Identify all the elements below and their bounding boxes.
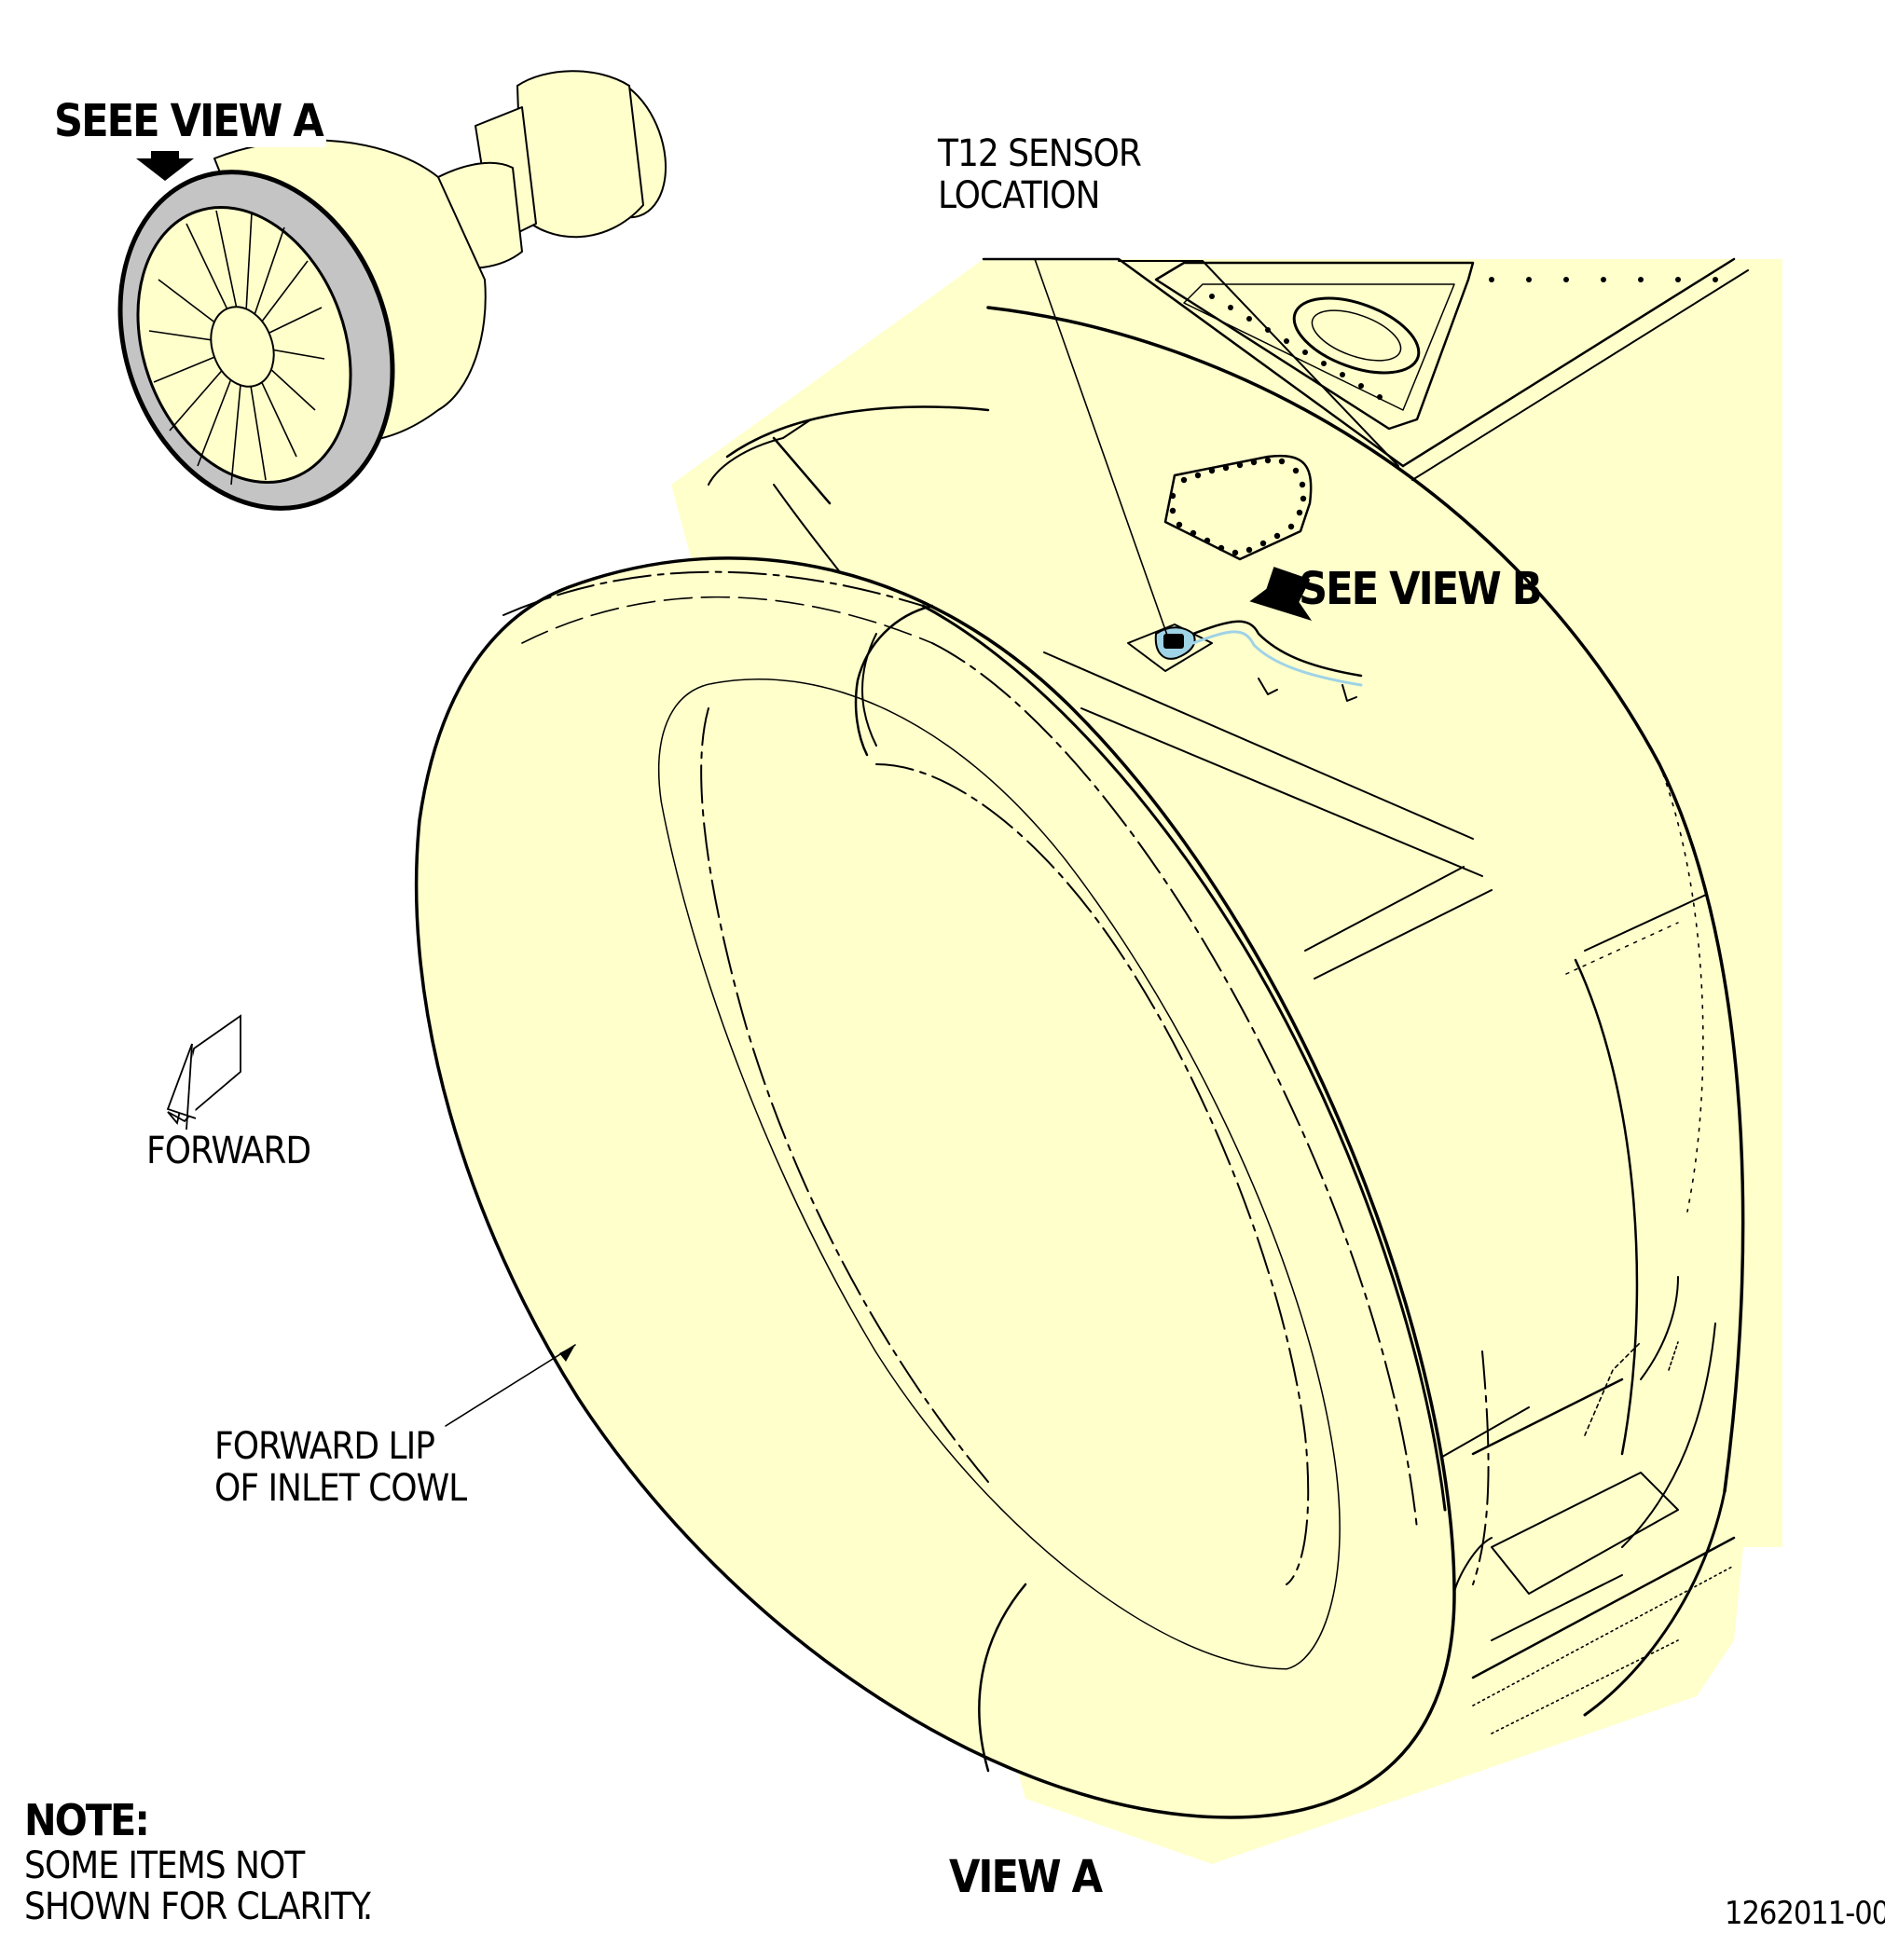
inlet-cowl-lip	[414, 556, 1493, 1819]
see-view-a-label: SEEE VIEW A	[50, 96, 326, 147]
note-line-1: SOME ITEMS NOT	[24, 1843, 305, 1887]
t12-sensor-label-line2: LOCATION	[938, 173, 1100, 217]
forward-lip-label: FORWARD LIP OF INLET COWL	[214, 1425, 467, 1510]
see-view-b-label: SEE VIEW B	[1299, 563, 1543, 615]
t12-sensor-label-line1: T12 SENSOR	[938, 132, 1142, 175]
forward-lip-label-line2: OF INLET COWL	[214, 1466, 467, 1510]
note-block: NOTE: SOME ITEMS NOT SHOWN FOR CLARITY.	[24, 1795, 373, 1929]
access-panel-fasteners	[1169, 457, 1307, 556]
figure-number: 1262011-00	[1725, 1895, 1885, 1932]
note-line-2: SHOWN FOR CLARITY.	[24, 1885, 373, 1929]
forward-lip-label-line1: FORWARD LIP	[214, 1425, 435, 1468]
view-title: VIEW A	[949, 1851, 1103, 1903]
view-a-pointer-icon	[136, 151, 194, 181]
note-title: NOTE:	[24, 1795, 150, 1845]
t12-sensor	[1127, 620, 1363, 702]
forward-label: FORWARD	[146, 1130, 311, 1172]
view-b-pointer-icon	[1249, 567, 1313, 621]
forward-lip-leader-line	[445, 1344, 576, 1427]
nacelle-view	[414, 257, 1782, 1864]
t12-leader-line	[1034, 258, 1171, 644]
panel-fasteners	[1209, 277, 1718, 400]
t12-sensor-label: T12 SENSOR LOCATION	[938, 132, 1142, 217]
forward-arrow-icon	[166, 1014, 241, 1131]
